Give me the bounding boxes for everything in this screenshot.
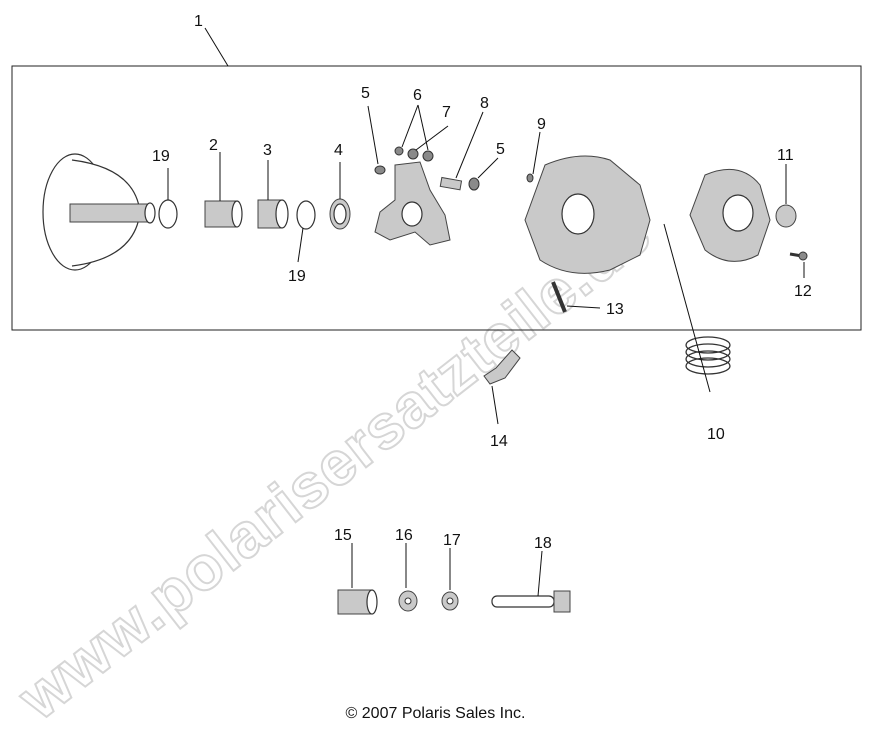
- cover-part: [689, 168, 771, 262]
- callout-8: 8: [480, 95, 489, 112]
- callout-12: 12: [794, 283, 812, 300]
- callout-14: 14: [490, 433, 508, 450]
- callout-4: 4: [334, 142, 343, 159]
- callout-7: 7: [442, 104, 451, 121]
- callout-19-top: 19: [152, 148, 170, 165]
- callout-13: 13: [606, 301, 624, 318]
- assembly-frame: [11, 65, 862, 331]
- callout-1: 1: [194, 13, 203, 30]
- bushing-part-2: [257, 199, 289, 229]
- copyright-notice: © 2007 Polaris Sales Inc.: [345, 705, 526, 722]
- sheave-part: [42, 153, 156, 271]
- leader-lines: [167, 27, 805, 597]
- callout-16: 16: [395, 527, 413, 544]
- ring-part-2: [296, 200, 316, 230]
- callout-9: 9: [537, 116, 546, 133]
- callout-3: 3: [263, 142, 272, 159]
- bolt-part: [491, 590, 571, 613]
- callout-19-bottom: 19: [288, 268, 306, 285]
- callout-labels: 1 19 2 3 4 19 5 6 7 8 5 9 11 12 13 14 10…: [152, 13, 812, 552]
- callout-5-left: 5: [361, 85, 370, 102]
- watermark: www.polarisersatzteile.de: [5, 198, 664, 734]
- pin-part: [551, 281, 567, 313]
- weight-part: [483, 349, 521, 385]
- callout-10: 10: [707, 426, 725, 443]
- housing-part: [524, 155, 651, 274]
- spider-part: [374, 161, 451, 246]
- callout-2: 2: [209, 137, 218, 154]
- callout-6: 6: [413, 87, 422, 104]
- cap-part: [775, 204, 797, 228]
- callout-15: 15: [334, 527, 352, 544]
- bushing-part: [204, 200, 243, 228]
- ring-part: [158, 199, 178, 229]
- spacer-part: [337, 589, 378, 615]
- callout-11: 11: [777, 147, 794, 164]
- callout-5-right: 5: [496, 141, 505, 158]
- callout-17: 17: [443, 532, 461, 549]
- spring-part: [685, 336, 731, 375]
- callout-18: 18: [534, 535, 552, 552]
